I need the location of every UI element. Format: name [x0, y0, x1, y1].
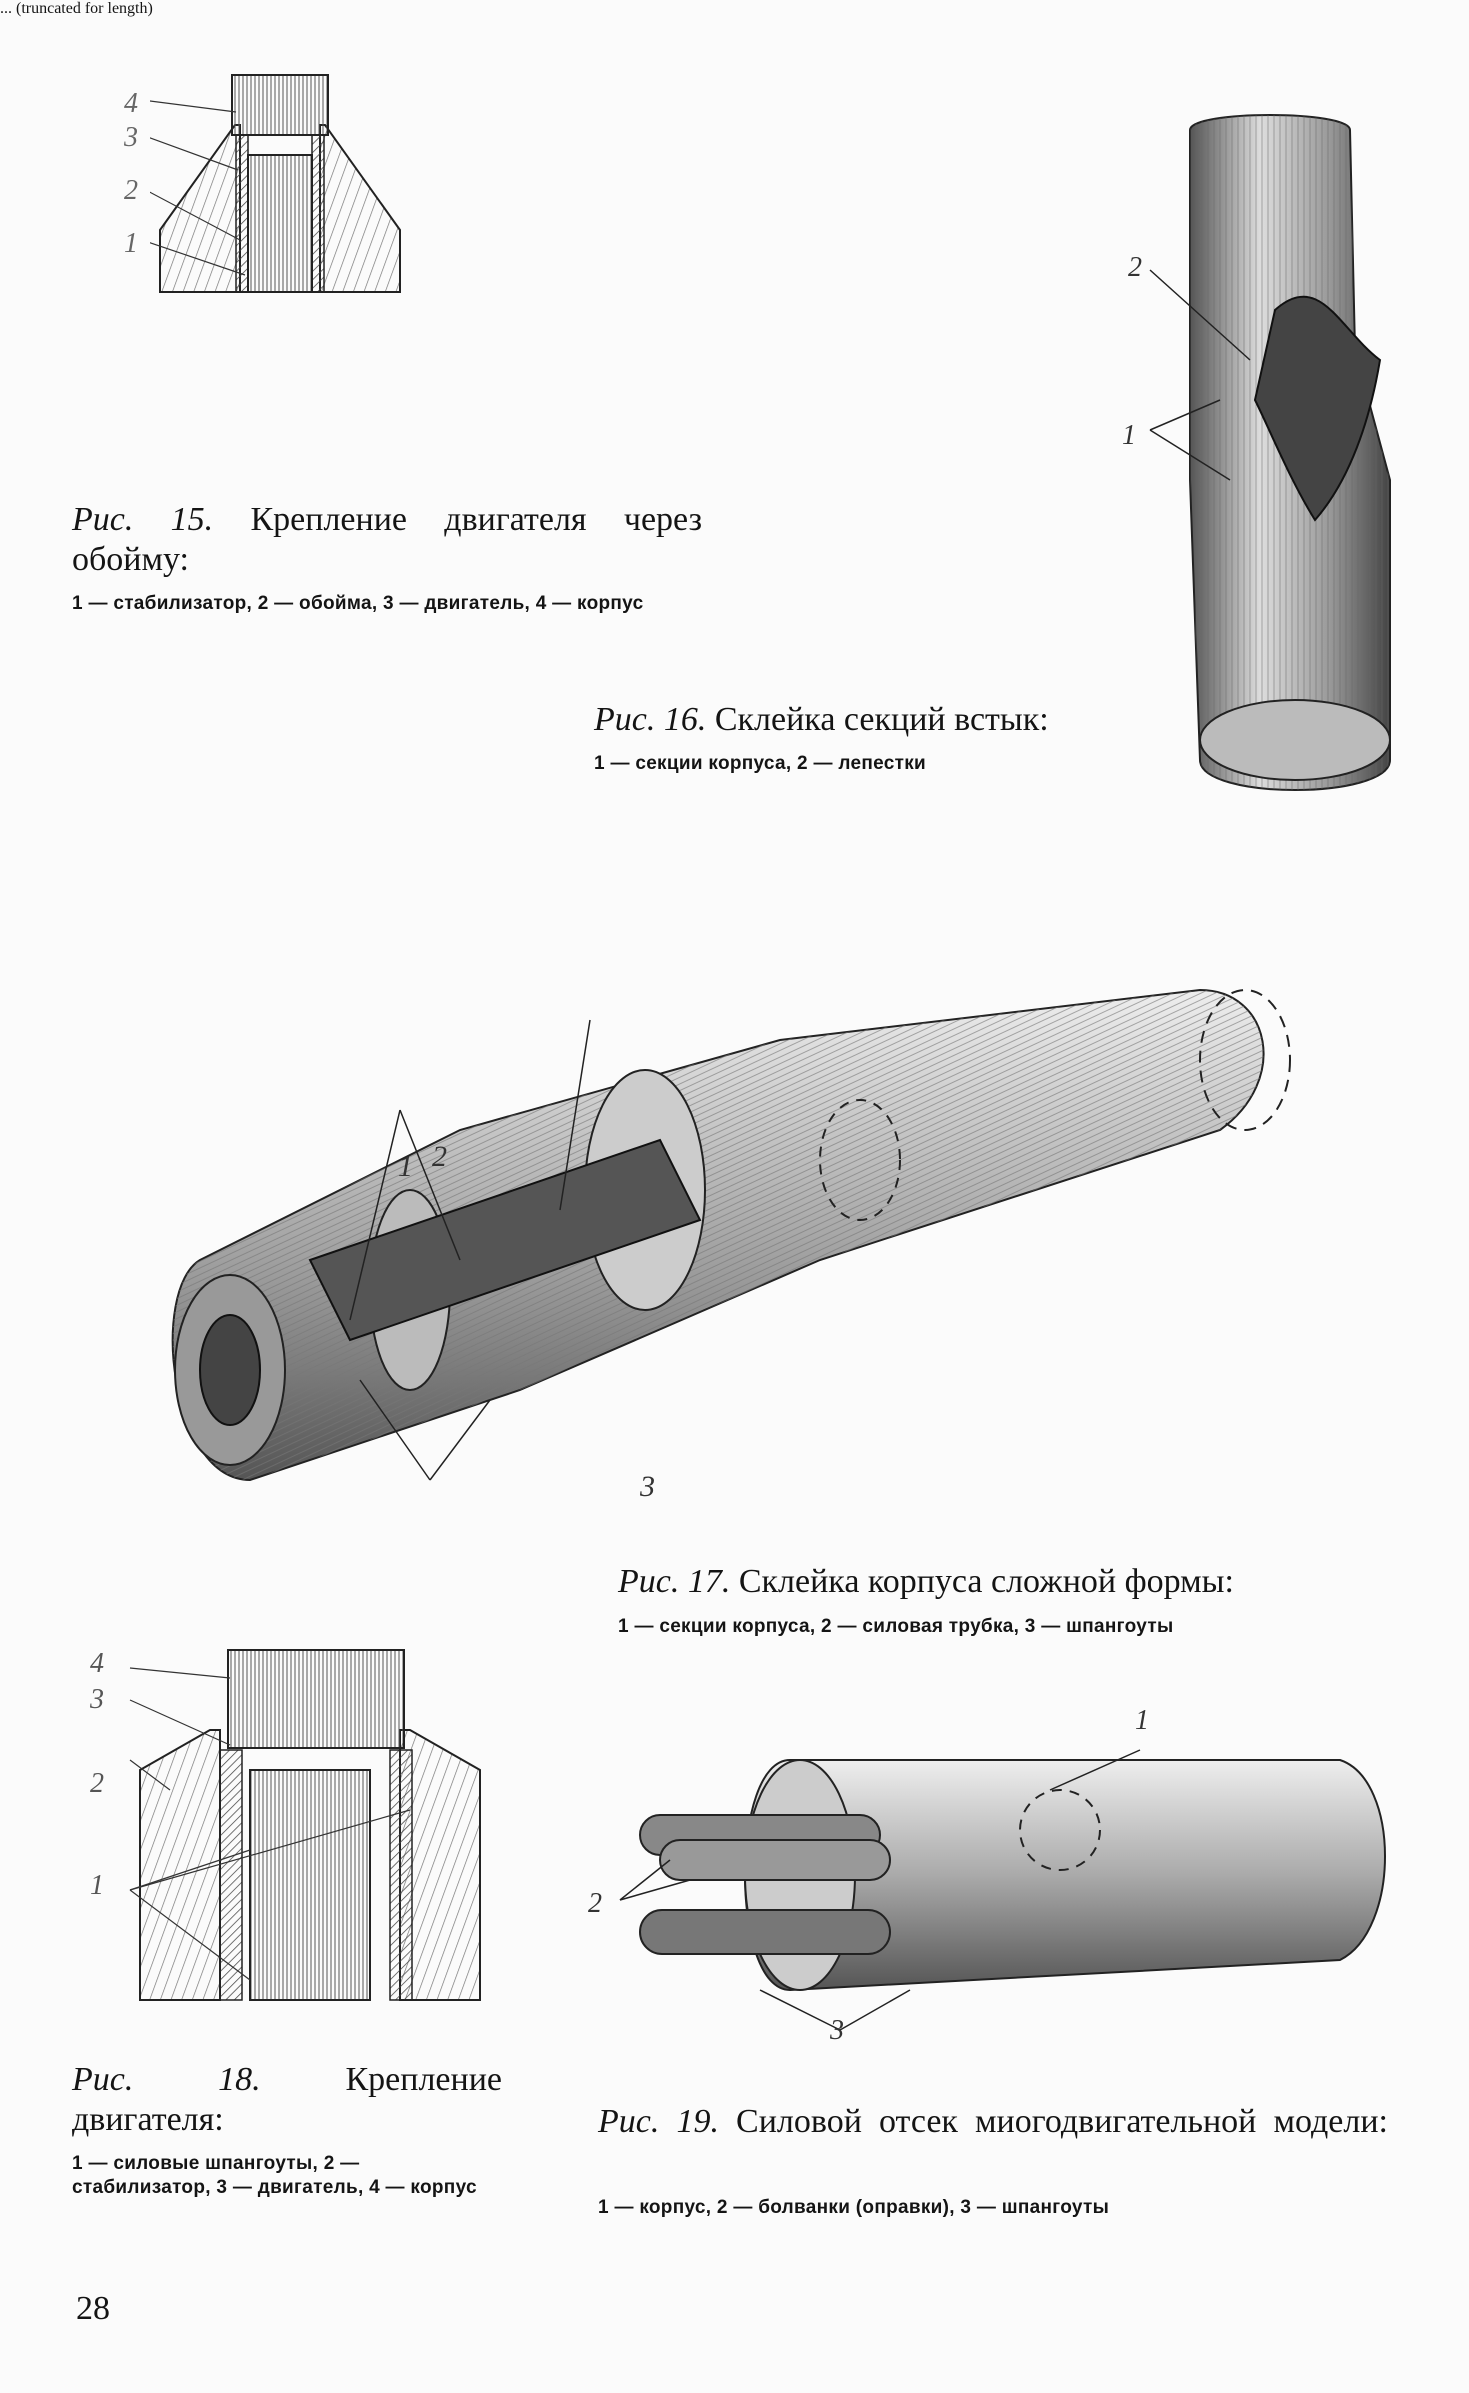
fig15-callout-4: 4 [124, 88, 138, 119]
fig15-body-tube [231, 74, 329, 136]
fig16-opening [1199, 699, 1391, 781]
fig17-title: Склейка корпуса сложной формы: [738, 1563, 1234, 1600]
fig15-legend: 1 — стабилизатор, 2 — обойма, 3 — двигат… [72, 593, 644, 614]
fig18-number: Рис. 18. [72, 2061, 261, 2098]
fig15-callout-3: 3 [124, 122, 138, 153]
fig15-holder-right [311, 134, 325, 293]
fig19-caption: Рис. 19. Силовой отсек миогодвигательной… [598, 2102, 1388, 2142]
fig19-callout-2: 2 [588, 1888, 602, 1919]
fig19-legend: 1 — корпус, 2 — болванки (оправки), 3 — … [598, 2197, 1110, 2218]
fig16-caption: Рис. 16. Склейка секций встык: [594, 700, 1104, 740]
fig18-caption: Рис. 18. Крепление двигателя: [72, 2060, 502, 2140]
fig15-engine [247, 154, 313, 293]
fig19-mandrel-2 [659, 1839, 891, 1881]
fig17-legend: 1 — секции корпуса, 2 — силовая трубка, … [618, 1616, 1174, 1637]
fig17-caption: Рис. 17. Склейка корпуса сложной формы: [618, 1562, 1318, 1602]
fig18-callout-4: 4 [90, 1648, 104, 1679]
fig18-callout-2: 2 [90, 1768, 104, 1799]
fig16-petals [1253, 295, 1382, 522]
page-number: 28 [76, 2290, 110, 2327]
fig17-callout-1: 1 [398, 1150, 413, 1183]
fig15-callout-2: 2 [124, 175, 138, 206]
fig17-callout-2: 2 [432, 1140, 447, 1173]
fig15-caption: Рис. 15. Крепление двигателя через обойм… [72, 500, 702, 580]
fig16-drawing [1149, 114, 1391, 791]
fig18-callout-1: 1 [90, 1870, 104, 1901]
fig16-callout-1: 1 [1122, 420, 1136, 451]
fig17-callout-3: 3 [640, 1470, 655, 1503]
fig15-drawing [150, 74, 401, 293]
fig19-drawing [619, 1749, 1386, 2031]
fig18-legend: 1 — силовые шпангоуты, 2 — стабилизатор,… [72, 2153, 477, 2198]
fig16-callout-2: 2 [1128, 252, 1142, 283]
fig16-legend: 1 — секции корпуса, 2 — лепестки [594, 753, 927, 774]
fig19-mandrel-3 [639, 1909, 891, 1955]
fig15-stabilizer-left [159, 124, 241, 293]
fig16-number: Рис. 16. [594, 701, 707, 738]
fig15-stabilizer-right [319, 124, 401, 293]
fig15-number: Рис. 15. [72, 501, 214, 538]
fig17-number: Рис. 17. [618, 1563, 731, 1600]
fig19-callout-3: 3 [830, 2015, 844, 2046]
fig18-drawing [129, 1649, 481, 2001]
fig19-number: Рис. 19. [598, 2103, 719, 2140]
fig19-callout-1: 1 [1135, 1705, 1149, 1736]
fig18-callout-3: 3 [90, 1684, 104, 1715]
fig18-stabilizer-left [139, 1729, 221, 2001]
fig18-body-tube [227, 1649, 405, 1749]
fig17-drawing [171, 988, 1291, 1482]
fig17-power-tube [308, 1138, 702, 1342]
fig15-holder-left [235, 134, 249, 293]
fig16-title: Склейка секций встык: [714, 701, 1049, 738]
fig15-callout-1: 1 [124, 228, 138, 259]
fig18-title: Крепление двигателя: [72, 2061, 502, 2138]
fig19-title: Силовой отсек миогодвигательной модели: [736, 2103, 1388, 2140]
fig18-engine [249, 1769, 371, 2001]
fig15-title: Крепление двигателя через обойму: [72, 501, 702, 578]
